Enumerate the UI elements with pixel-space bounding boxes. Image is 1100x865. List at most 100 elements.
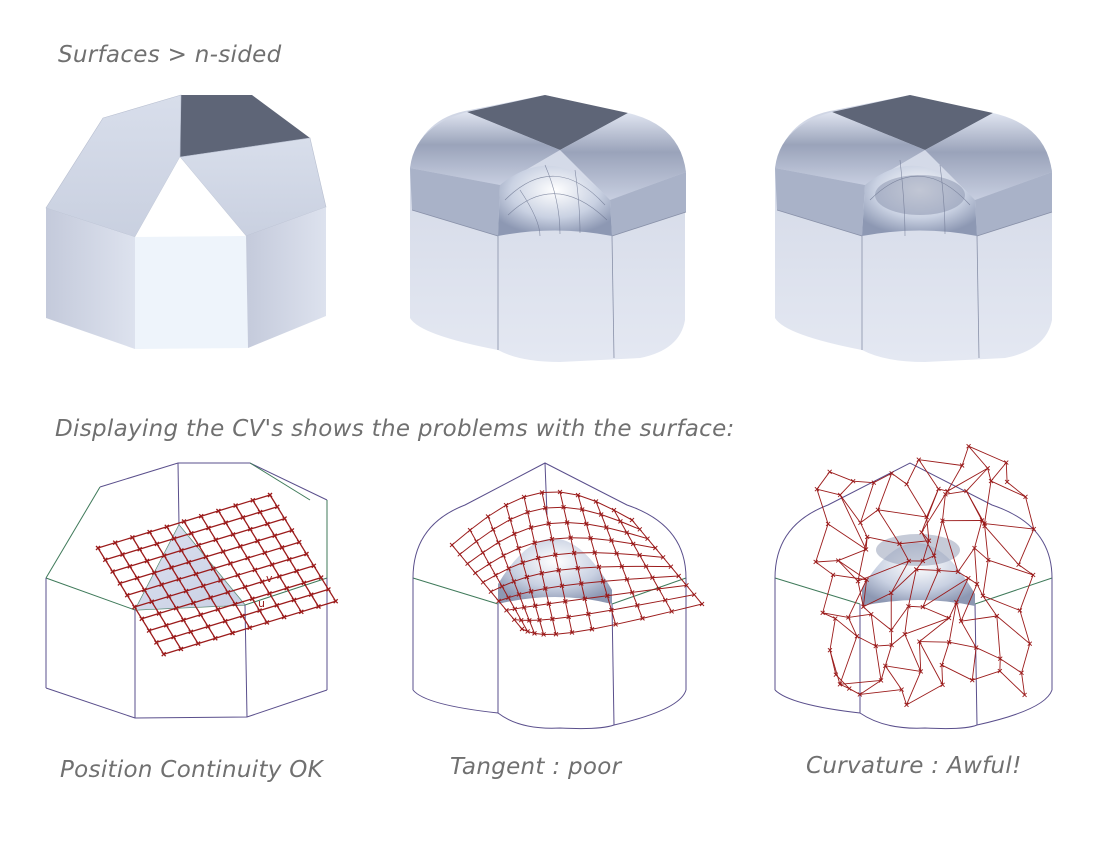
cv-hull-segment [512, 531, 517, 537]
cv-hull-segment [523, 607, 530, 621]
cv-hull-segment [839, 494, 867, 550]
cv-hull-segment [857, 692, 863, 697]
cv-hull-segment [164, 524, 170, 530]
cv-hull-segment [870, 614, 877, 647]
cv-hull-segment [584, 521, 589, 527]
cv-hull-segment [882, 663, 888, 669]
cv-hull-segment [561, 585, 566, 602]
cv-hull-segment [676, 573, 682, 579]
cv-hull-segment [835, 558, 841, 563]
cv-hull-segment [906, 483, 928, 518]
cv-hull-segment [890, 569, 917, 594]
cv-hull-segment [549, 536, 555, 542]
cv-hull-segment [149, 599, 155, 605]
cv-hull-segment [949, 641, 977, 649]
cv-hull-segment [544, 588, 550, 604]
cv-hull-segment [490, 585, 503, 593]
cv-hull-segment [960, 615, 997, 622]
cv-hull-segment [499, 584, 505, 589]
cv-hull-segment [600, 578, 606, 584]
cv-hull-segment [884, 644, 893, 666]
cv-hull-segment [230, 630, 235, 636]
cv-hull-segment [532, 540, 538, 546]
cv-hull-segment [166, 593, 172, 599]
cv-hull-segment [451, 529, 471, 546]
cv-hull-segment [668, 564, 674, 570]
cv-hull-segment [272, 533, 278, 539]
cv-hull-segment [200, 515, 268, 623]
cv-hull-segment [906, 603, 911, 609]
cv-hull-segment [215, 606, 221, 612]
cv-hull-segment [999, 658, 1022, 674]
cv-hull-segment [281, 614, 287, 620]
cv-hull-segment [982, 523, 988, 529]
wireframe-tangent-cv [412, 462, 705, 730]
cv-hull-segment [1025, 496, 1035, 530]
cv-hull-segment [603, 525, 609, 530]
cv-hull-segment [530, 587, 546, 592]
cv-hull-segment [643, 564, 649, 569]
cv-hull-segment [222, 618, 228, 624]
cv-hull-segment [988, 559, 1034, 576]
cv-hull-segment [124, 592, 130, 598]
cv-hull-segment [846, 686, 852, 691]
cv-hull-segment [948, 602, 957, 619]
cv-hull-segment [552, 552, 558, 558]
cv-hull-segment [571, 628, 593, 633]
cv-hull-segment [918, 459, 963, 466]
cv-hull-segment [546, 521, 552, 526]
cv-hull-segment [606, 526, 627, 534]
cv-hull-segment [566, 522, 572, 538]
cv-hull-segment [985, 465, 990, 471]
cv-hull-segment [526, 572, 542, 578]
cv-hull-segment [624, 577, 630, 582]
cv-hull-segment [237, 543, 243, 549]
cv-hull-segment [198, 612, 204, 618]
cv-hull-segment [982, 559, 989, 596]
cv-hull-segment [242, 584, 248, 590]
cv-hull-segment [475, 563, 490, 574]
cv-hull-segment [908, 569, 917, 607]
cv-hull-segment [252, 499, 320, 607]
cv-hull-segment [947, 467, 988, 492]
cv-hull-segment [257, 509, 263, 515]
cv-hull-segment [269, 562, 275, 568]
cv-hull-segment [558, 567, 578, 571]
cv-hull-segment [198, 513, 204, 519]
cv-hull-segment [971, 647, 977, 681]
cv-hull-segment [227, 560, 233, 566]
cv-hull-segment [994, 613, 1000, 619]
cv-hull-segment [684, 582, 689, 588]
cv-hull-segment [931, 553, 937, 558]
cv-hull-segment [598, 566, 604, 582]
cv-hull-segment [613, 509, 633, 521]
cv-hull-segment [987, 468, 992, 482]
cv-hull-segment [218, 578, 223, 583]
cv-hull-segment [225, 589, 231, 595]
shaded-curvature-model [775, 95, 1053, 362]
cv-hull-segment [545, 506, 564, 509]
cv-hull-segment [609, 607, 614, 613]
cv-hull-segment [691, 592, 697, 598]
cv-hull-segment [301, 580, 307, 586]
cv-hull-segment [1021, 643, 1031, 673]
cv-hull-segment [590, 537, 612, 541]
cv-hull-segment [501, 580, 515, 587]
cv-hull-segment [1005, 462, 1008, 482]
cv-hull-segment [568, 535, 574, 541]
cv-hull-segment [637, 599, 666, 606]
cv-hull-segment [856, 635, 876, 647]
cv-hull-segment [933, 555, 939, 571]
cv-hull-segment [613, 622, 618, 627]
cv-hull-segment [920, 558, 926, 564]
cv-hull-segment [173, 605, 179, 611]
cv-hull-segment [514, 619, 522, 621]
cv-hull-segment [582, 509, 602, 515]
cv-hull-segment [554, 554, 560, 571]
cv-hull-segment [839, 679, 882, 685]
cv-hull-segment [546, 601, 552, 607]
cv-hull-segment [503, 502, 509, 508]
cv-hull-segment [611, 507, 617, 513]
cv-hull-segment [827, 523, 867, 550]
cv-hull-segment [498, 533, 515, 543]
